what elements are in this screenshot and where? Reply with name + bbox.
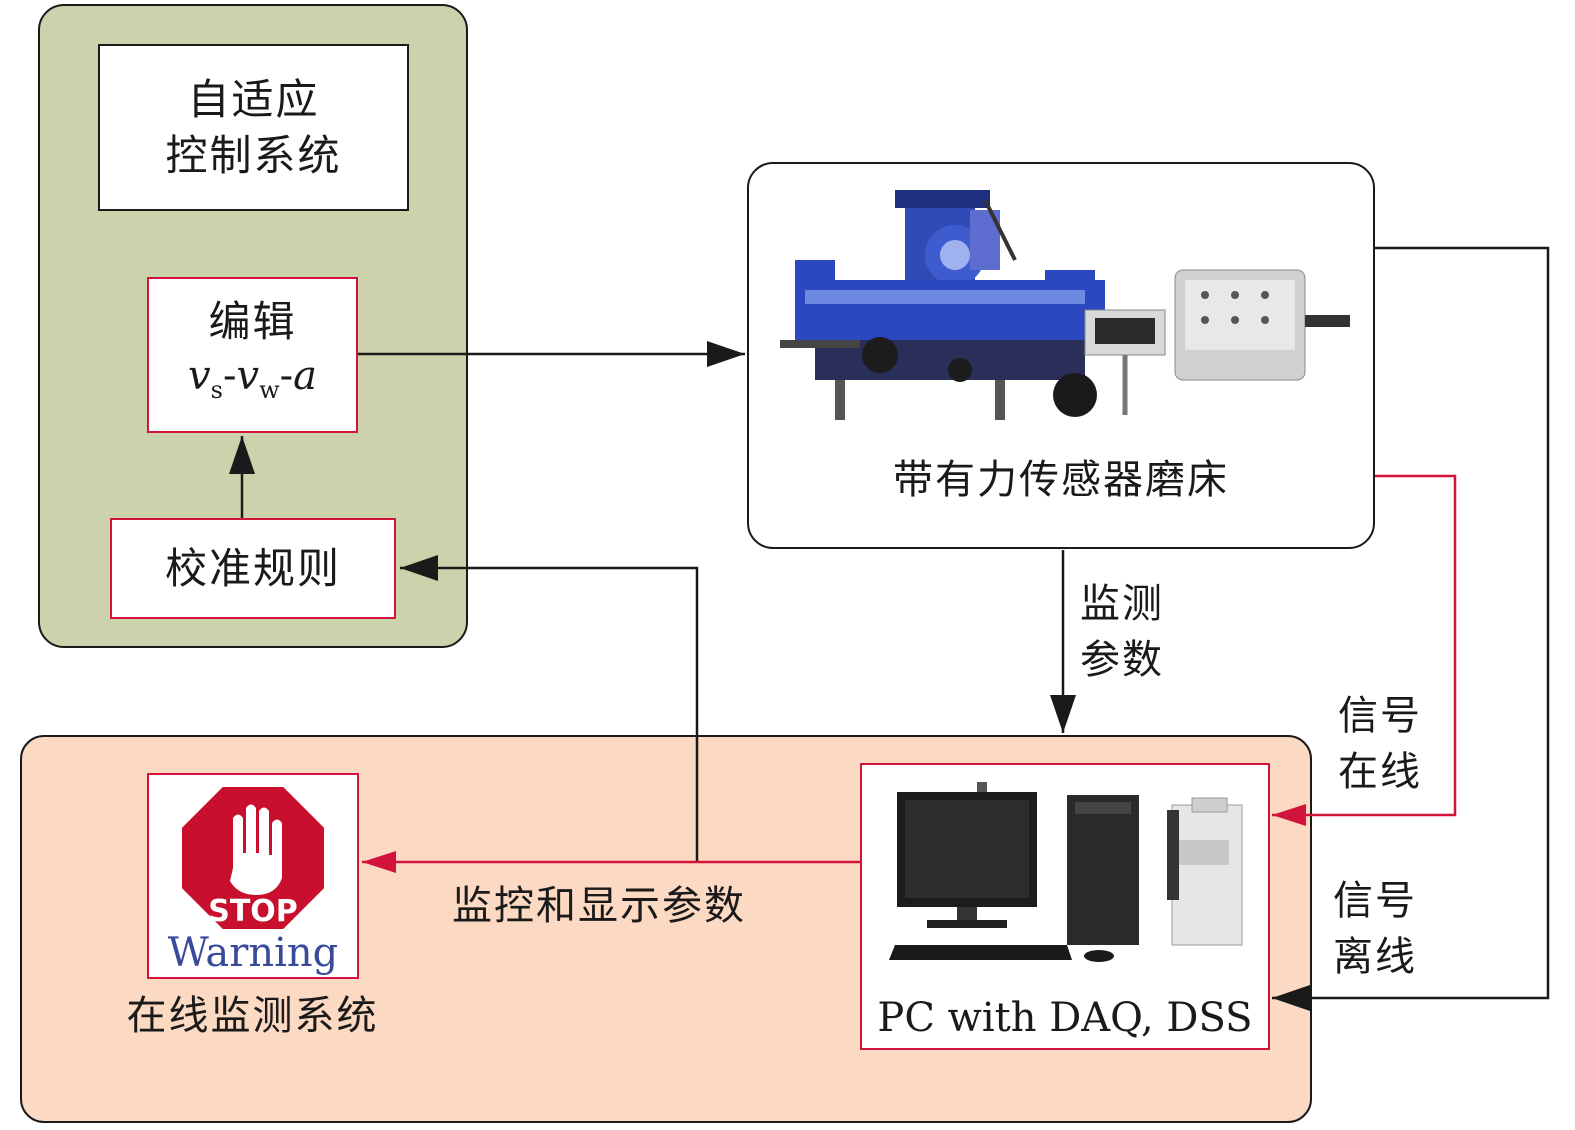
control-panel-icon: [1053, 309, 1166, 417]
adaptive-line1: 自适应: [187, 74, 320, 124]
display-params-label: 监控和显示参数: [452, 883, 746, 929]
signal-offline-label: 信号 离线: [1333, 878, 1417, 980]
pc-daq-illustration: [889, 782, 1243, 962]
calibration-rules-box: 校准规则: [110, 518, 396, 619]
signal-online-label: 信号 在线: [1338, 693, 1422, 795]
calibration-label: 校准规则: [164, 543, 341, 593]
monitor-icon: [897, 782, 1037, 928]
stop-warning-box: STOP Warning: [147, 773, 359, 979]
adaptive-line2: 控制系统: [165, 130, 342, 180]
grinder-machine-icon: [780, 190, 1105, 420]
daq-device-icon: [1167, 797, 1243, 946]
edit-formula: vs-vw-a: [188, 353, 317, 404]
pc-caption: PC with DAQ, DSS: [877, 995, 1253, 1041]
adaptive-control-system-box: 自适应 控制系统: [98, 44, 409, 211]
online-system-caption: 在线监测系统: [126, 993, 379, 1039]
stop-sign-icon: STOP: [178, 783, 328, 933]
arrow-signal-online: [1272, 474, 1457, 826]
warning-text: Warning: [167, 930, 339, 976]
pc-daq-dss-box: PC with DAQ, DSS: [860, 763, 1270, 1050]
pc-tower-icon: [1067, 795, 1139, 945]
svg-text:STOP: STOP: [208, 894, 298, 929]
monitor-params-label: 监测 参数: [1080, 581, 1164, 683]
grinder-caption: 带有力传感器磨床: [893, 457, 1229, 503]
arrow-signal-offline: [1272, 246, 1550, 1011]
edit-box: 编辑 vs-vw-a: [147, 277, 358, 433]
keyboard-icon: [889, 945, 1114, 962]
edit-title: 编辑: [208, 297, 297, 346]
grinding-machine-illustration: [780, 190, 1350, 420]
force-sensor-icon: [1174, 269, 1350, 381]
arrow-feedback-to-calibration: [400, 555, 699, 862]
